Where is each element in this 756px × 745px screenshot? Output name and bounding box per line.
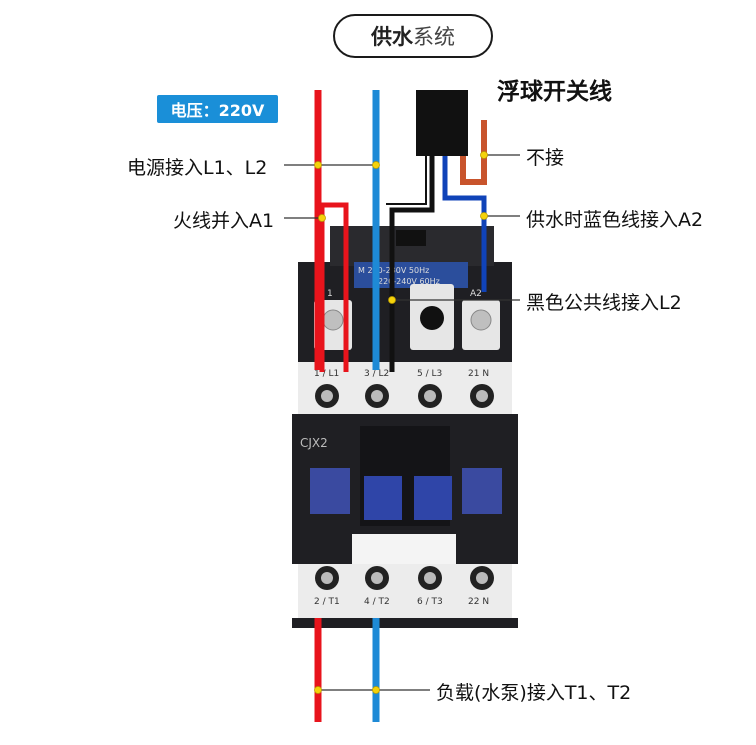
white-tab [352,534,456,566]
label-not-connected: 不接 [526,147,565,169]
coil-screw-a2 [470,309,492,331]
float-wire-brown [460,120,487,185]
top-terminal-label-2: 3 / L2 [364,369,389,379]
title-pill: 供水系统 [333,14,493,58]
top-terminal-label-1: 1 / L1 [314,369,339,379]
bottom-terminal-label-1: 2 / T1 [314,597,340,607]
live-branch-a1 [319,202,349,372]
coil-a2-label: A2 [470,289,482,299]
coil-a1-label: A 1 [318,289,333,299]
float-switch-title: 浮球开关线 [497,79,612,105]
model-label: CJX2 [300,436,328,450]
bottom-terminal-label-3: 6 / T3 [417,597,443,607]
label-power-in: 电源接入L1、L2 [127,157,268,179]
leader-lines [284,154,520,691]
label-live-to-a1: 火线并入A1 [173,210,275,232]
coil-rating-2: 220-240V 60Hz [378,277,440,286]
top-terminal-label-3: 5 / L3 [417,369,442,379]
coil-screw-a1 [322,309,344,331]
window-3 [414,476,452,520]
contactor-bottom-base [292,618,518,628]
coil-hole-mid [420,306,444,330]
bottom-terminal-label-2: 4 / T2 [364,597,390,607]
window-2 [364,476,402,520]
junction-dots [314,151,488,694]
bottom-terminal-label-4: 22 N [468,597,489,607]
float-wire-black-2 [386,156,427,205]
float-wire-black [389,156,435,372]
coil-slot-left [396,230,426,246]
label-blue-to-a2: 供水时蓝色线接入A2 [526,209,704,231]
title-light: 系统 [413,25,455,49]
voltage-badge: 电压：220V [157,95,278,123]
title-bold: 供水 [371,25,413,49]
float-switch-cable [416,90,468,156]
label-load-out: 负载(水泵)接入T1、T2 [436,682,632,704]
window-4 [462,468,502,514]
label-black-common-l2: 黑色公共线接入L2 [526,292,682,314]
top-terminal-label-4: 21 N [468,369,489,379]
top-terminal-screws [315,384,494,408]
float-wire-blue [442,156,487,292]
bottom-terminal-screws [315,566,494,590]
window-1 [310,468,350,514]
